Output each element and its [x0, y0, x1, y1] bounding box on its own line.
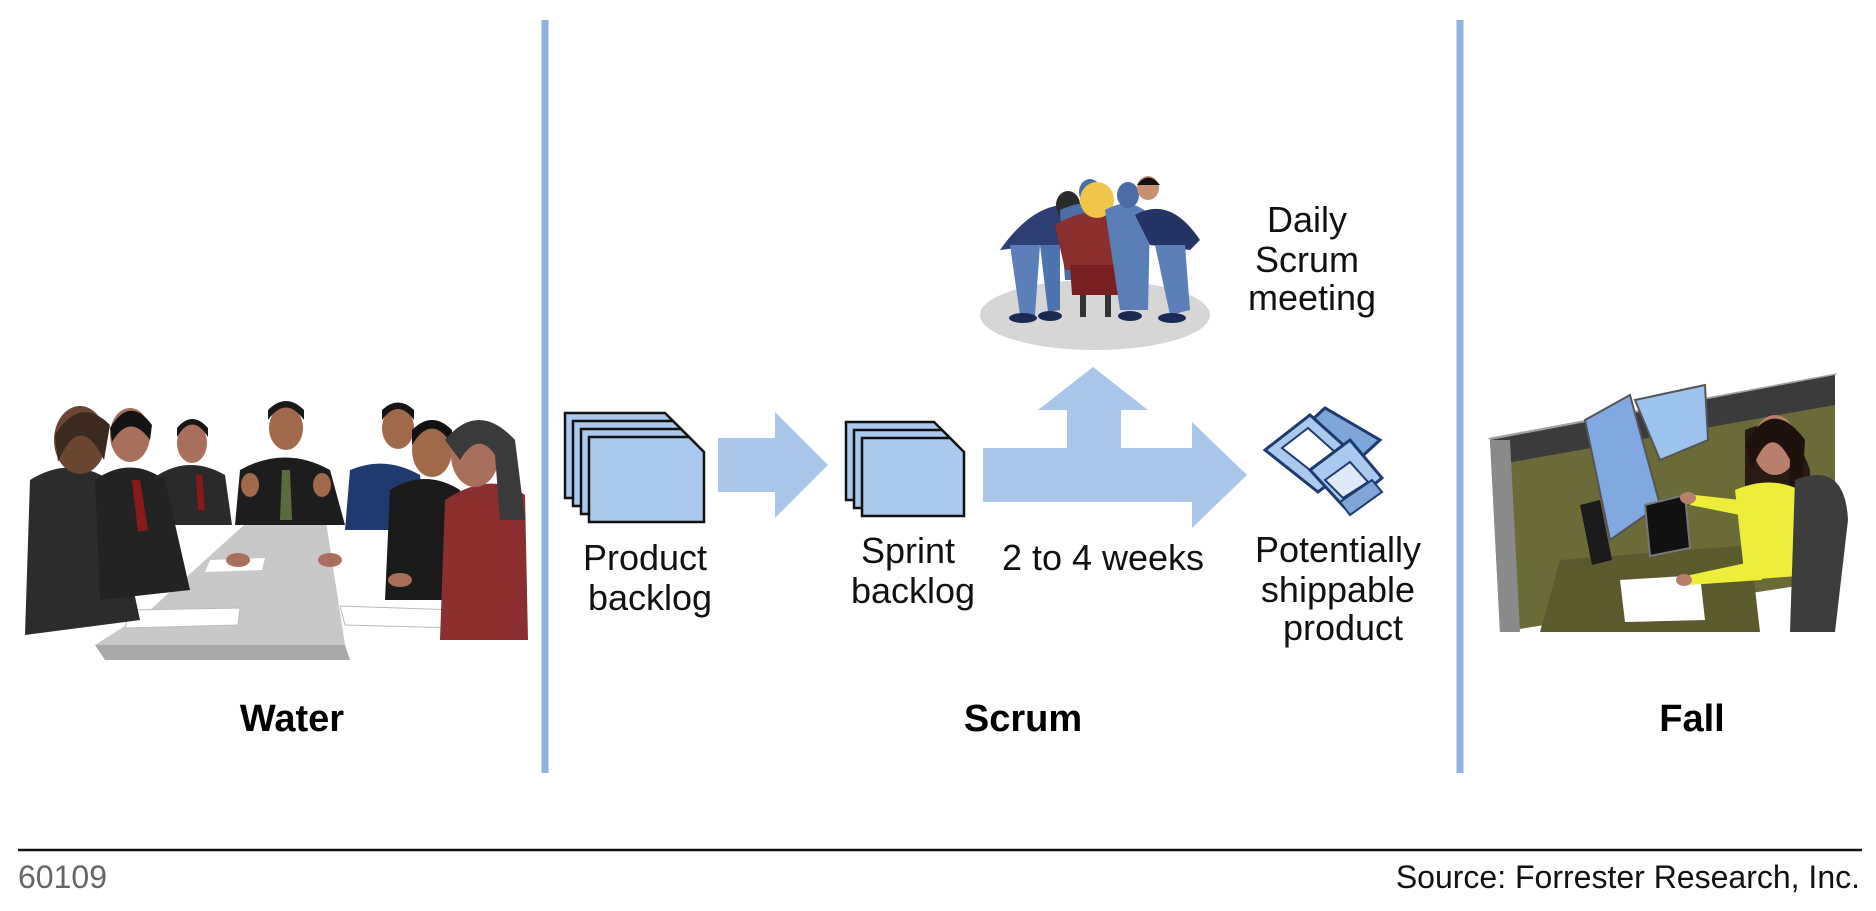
- sprint-backlog-line-1: Sprint: [861, 530, 955, 571]
- sprint-backlog-line-2: backlog: [851, 570, 975, 611]
- floppy-disks-icon: [1262, 406, 1385, 517]
- daily-scrum-line-2: Scrum: [1255, 239, 1359, 280]
- shippable-line-1: Potentially: [1255, 529, 1421, 570]
- iteration-length-label: 2 to 4 weeks: [1002, 537, 1204, 578]
- team-huddle-icon: [980, 176, 1210, 350]
- flow-arrow-1: [718, 412, 828, 518]
- product-backlog-line-1: Product: [583, 537, 707, 578]
- section-title-fall: Fall: [1659, 698, 1724, 740]
- source-credit: Source: Forrester Research, Inc.: [1396, 859, 1860, 895]
- daily-scrum-label: Daily Scrum meeting: [1248, 199, 1376, 318]
- section-title-scrum: Scrum: [964, 698, 1082, 740]
- office-worker-icon: [1488, 373, 1848, 632]
- daily-scrum-line-1: Daily: [1267, 199, 1347, 240]
- sprint-backlog-label: Sprint backlog: [851, 530, 975, 611]
- product-backlog-stack-icon: [563, 411, 706, 524]
- shippable-line-3: product: [1283, 607, 1403, 648]
- product-backlog-line-2: backlog: [588, 577, 712, 618]
- sprint-cycle-arrow: [983, 367, 1247, 528]
- business-meeting-icon: [25, 401, 528, 660]
- daily-scrum-line-3: meeting: [1248, 277, 1376, 318]
- sprint-backlog-stack-icon: [844, 420, 966, 518]
- shippable-product-label: Potentially shippable product: [1255, 529, 1431, 648]
- product-backlog-label: Product backlog: [583, 537, 717, 618]
- figure-id: 60109: [18, 859, 107, 895]
- section-title-water: Water: [240, 698, 344, 740]
- shippable-line-2: shippable: [1261, 569, 1415, 610]
